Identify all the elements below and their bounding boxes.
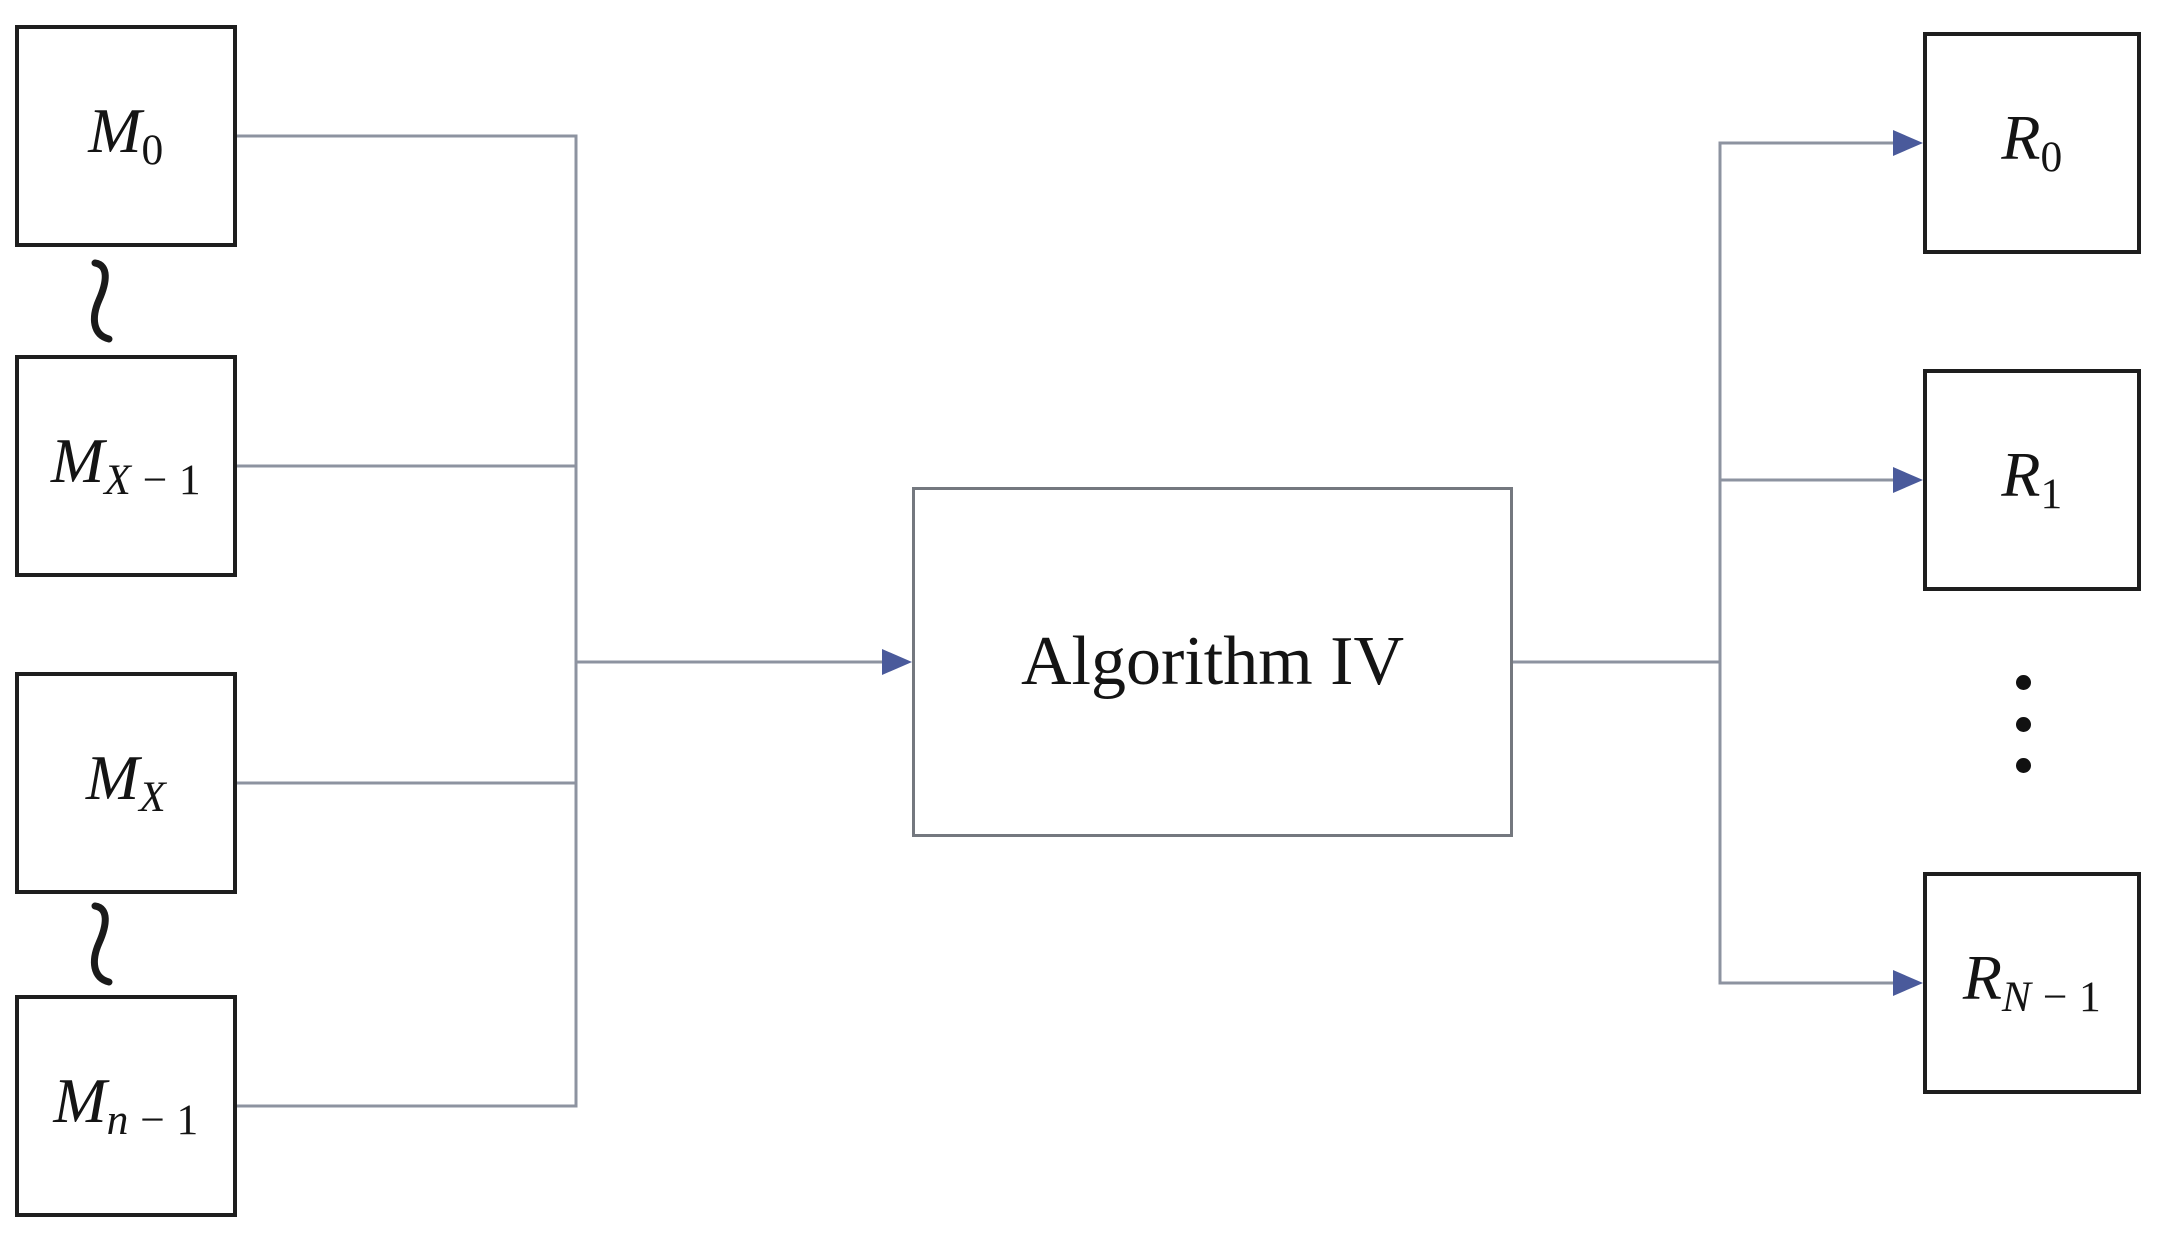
node-rn1-label: RN − 1 [1963, 946, 2101, 1020]
ellipsis-dot [2016, 675, 2031, 690]
node-m0-label: M0 [88, 99, 164, 173]
node-r1: R1 [1923, 369, 2141, 591]
node-rn1-sub-var: N [2001, 973, 2032, 1022]
node-r1-label: R1 [2001, 443, 2062, 517]
node-mx1: MX − 1 [15, 355, 237, 577]
arrowhead-rn1-icon [1893, 970, 1923, 996]
node-r0: R0 [1923, 32, 2141, 254]
node-rn1-base: R [1962, 942, 2002, 1014]
node-mn1-sub-var: n [106, 1096, 129, 1145]
node-m0-base: M [88, 95, 142, 167]
node-mx: MX [15, 672, 237, 894]
node-mx-base: M [85, 742, 140, 814]
node-mx-label: MX [86, 746, 166, 820]
node-mn1-base: M [53, 1065, 107, 1137]
ellipsis-dot [2016, 758, 2031, 773]
ellipsis-dot [2016, 716, 2031, 732]
node-rn1-sub-index: − 1 [2031, 973, 2102, 1022]
node-mx-sub-var: X [139, 773, 167, 822]
group-break-squiggle-icon [90, 259, 113, 343]
node-mn1-label: Mn − 1 [53, 1069, 198, 1143]
algorithm-label: Algorithm IV [1020, 623, 1405, 700]
node-mx1-sub-var: X [104, 456, 132, 505]
node-mx1-sub-index: − 1 [131, 456, 202, 505]
node-m0: M0 [15, 25, 237, 247]
node-r1-sub-index: 1 [2040, 470, 2063, 519]
node-r1-base: R [2001, 439, 2041, 511]
node-m0-sub-index: 0 [141, 126, 164, 175]
arrowhead-algorithm-input-icon [882, 649, 912, 675]
vertical-ellipsis-icon [2016, 675, 2031, 773]
node-mx1-base: M [50, 425, 105, 497]
node-r0-base: R [2001, 102, 2041, 174]
arrowhead-r1-icon [1893, 467, 1923, 493]
node-mn1: Mn − 1 [15, 995, 237, 1217]
node-r0-sub-index: 0 [2040, 133, 2063, 182]
group-break-squiggle-icon [90, 902, 113, 986]
arrowhead-r0-icon [1893, 130, 1923, 156]
node-mx1-label: MX − 1 [51, 429, 201, 503]
node-mn1-sub-index: − 1 [128, 1096, 199, 1145]
node-rn1: RN − 1 [1923, 872, 2141, 1094]
node-r0-label: R0 [2001, 106, 2062, 180]
node-algorithm: Algorithm IV [912, 487, 1513, 837]
